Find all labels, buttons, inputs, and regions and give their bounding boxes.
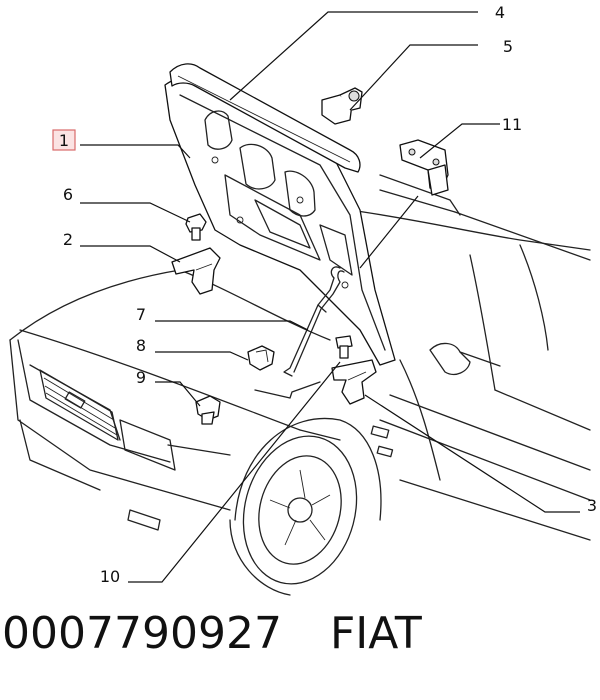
leader-11 bbox=[419, 123, 500, 159]
callout-11: 11 bbox=[502, 115, 522, 134]
leader-rod-bracket bbox=[359, 195, 419, 269]
callout-labels: 4 5 11 1 6 2 7 8 9 10 3 bbox=[52, 3, 597, 586]
callout-5: 5 bbox=[503, 37, 513, 56]
screw-part-10 bbox=[335, 335, 353, 359]
part-number-footer: 0007790927 FIAT bbox=[2, 608, 592, 678]
clip-part-9 bbox=[195, 395, 221, 425]
leader-5 bbox=[349, 44, 478, 111]
prop-rod-part-7 bbox=[283, 266, 345, 377]
bracket-part-11 bbox=[399, 139, 449, 196]
callout-10: 10 bbox=[100, 567, 120, 586]
leader-10 bbox=[128, 361, 341, 583]
grommet-part-8 bbox=[247, 345, 275, 371]
hinge-part-2 bbox=[171, 247, 221, 295]
clip-part-5 bbox=[321, 87, 363, 125]
seal-strip-part-4 bbox=[169, 63, 361, 173]
hinge-part-3 bbox=[331, 359, 377, 405]
callout-7: 7 bbox=[136, 305, 146, 324]
callout-8: 8 bbox=[136, 336, 146, 355]
callout-1: 1 bbox=[59, 131, 69, 150]
callout-9: 9 bbox=[136, 368, 146, 387]
brand-name: FIAT bbox=[329, 608, 422, 659]
callout-3: 3 bbox=[587, 496, 597, 515]
bolt-part-6 bbox=[185, 213, 207, 241]
leader-lines bbox=[80, 11, 580, 583]
callout-4: 4 bbox=[495, 3, 505, 22]
leader-2 bbox=[80, 245, 181, 263]
leader-7 bbox=[155, 320, 309, 331]
leader-3 bbox=[364, 394, 580, 513]
leader-9 bbox=[155, 381, 201, 407]
leader-6 bbox=[80, 202, 191, 223]
callout-6: 6 bbox=[63, 185, 73, 204]
part-number: 0007790927 bbox=[2, 608, 282, 659]
car-body-sketch bbox=[9, 174, 591, 596]
leader-8 bbox=[155, 351, 249, 361]
callout-2: 2 bbox=[63, 230, 73, 249]
leader-1 bbox=[80, 144, 191, 159]
exploded-parts-diagram: 4 5 11 1 6 2 7 8 9 10 3 bbox=[9, 3, 597, 596]
callout-1-highlight bbox=[52, 129, 76, 151]
leader-4 bbox=[229, 11, 478, 101]
